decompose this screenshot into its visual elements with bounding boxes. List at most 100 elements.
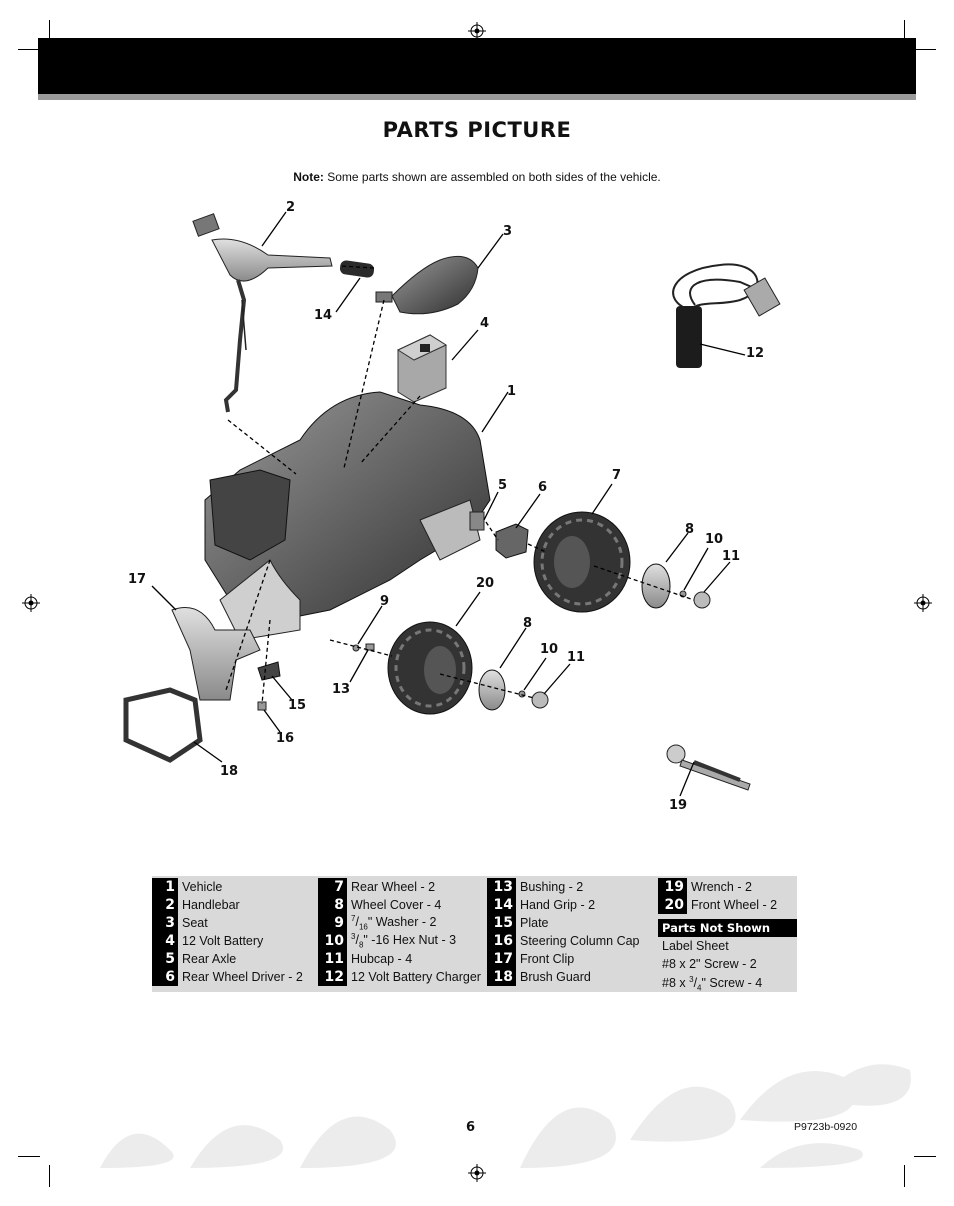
part-label: Wrench - 2: [691, 880, 752, 894]
part-number: 17: [487, 950, 516, 968]
part-label: 12 Volt Battery: [182, 934, 264, 948]
part-label: Brush Guard: [520, 970, 591, 984]
part-row: 6 Rear Wheel Driver - 2: [152, 968, 303, 986]
part-row: 17 Front Clip: [487, 950, 574, 968]
part-row: 12 12 Volt Battery Charger: [318, 968, 481, 986]
part-label: Hubcap - 4: [351, 952, 413, 966]
part-row: 11 Hubcap - 4: [318, 950, 412, 968]
hubcap: [693, 591, 711, 609]
handlebar: [192, 213, 333, 413]
part-number: 18: [487, 968, 516, 986]
callout-20: 20: [476, 576, 495, 591]
part-label: Wheel Cover - 4: [351, 898, 442, 912]
header-bar: [38, 38, 916, 94]
part-number: 10: [318, 932, 347, 950]
parts-not-shown-header: Parts Not Shown: [658, 919, 797, 937]
part-label: Handlebar: [182, 898, 240, 912]
part-number: 7: [318, 878, 347, 896]
part-number: 20: [658, 896, 687, 914]
part-number: 13: [487, 878, 516, 896]
part-number: 6: [152, 968, 178, 986]
part-label: Plate: [520, 916, 549, 930]
plate: [257, 661, 281, 681]
part-number: 4: [152, 932, 178, 950]
fraction-denominator: 8: [358, 940, 364, 950]
part-label-text: " Washer - 2: [367, 915, 437, 930]
document-code: P9723b-0920: [794, 1121, 858, 1133]
part-label: Seat: [182, 916, 208, 930]
callout-4: 4: [480, 316, 490, 331]
callout-18: 18: [220, 764, 239, 779]
vehicle-body: [204, 391, 491, 641]
part-number: 19: [658, 878, 687, 896]
part-label: Vehicle: [182, 880, 223, 894]
seat: [375, 255, 479, 315]
part-row: 4 12 Volt Battery: [152, 932, 263, 950]
part-label: Front Wheel - 2: [691, 898, 778, 912]
callout-5: 5: [498, 478, 508, 493]
part-row: 3 Seat: [152, 914, 208, 932]
part-number: 15: [487, 914, 516, 932]
wheel-cover: [641, 563, 671, 609]
part-number: 9: [318, 914, 347, 932]
header-bar-shadow: [38, 94, 916, 100]
part-number: 11: [318, 950, 347, 968]
fraction-denominator: 4: [697, 983, 702, 993]
parts-not-shown-item: #8 x 3/4" Screw - 4: [662, 975, 763, 993]
crop-mark: [904, 20, 905, 40]
callout-10: 10: [705, 532, 724, 547]
part-row: 7 Rear Wheel - 2: [318, 878, 435, 896]
parts-not-shown-item: Label Sheet: [662, 939, 729, 953]
bushing: [365, 643, 375, 651]
part-number: 12: [318, 968, 347, 986]
parts-column-4: 19 Wrench - 2 20 Front Wheel - 2: [658, 876, 797, 992]
part-row: 2 Handlebar: [152, 896, 240, 914]
parts-diagram: [123, 211, 781, 797]
callout-9: 9: [380, 594, 390, 609]
callout-12: 12: [746, 346, 765, 361]
parts-not-shown-item: #8 x 2" Screw - 2: [662, 957, 757, 971]
part-label: Bushing - 2: [520, 880, 584, 894]
part-label: Rear Wheel - 2: [351, 880, 436, 894]
callout-1: 1: [507, 384, 517, 399]
callout-10: 10: [540, 642, 559, 657]
fraction-numerator: 3: [351, 932, 356, 942]
part-row: 8 Wheel Cover - 4: [318, 896, 441, 914]
part-number: 2: [152, 896, 178, 914]
part-number: 8: [318, 896, 347, 914]
crop-mark: [914, 49, 936, 50]
item-text: " Screw - 4: [701, 976, 763, 991]
rear-wheel: [533, 511, 631, 613]
registration-mark-icon: [468, 1164, 486, 1182]
crop-mark: [18, 1156, 40, 1157]
crop-mark: [18, 49, 40, 50]
part-number: 16: [487, 932, 516, 950]
registration-mark-icon: [914, 594, 932, 612]
fraction-numerator: 3: [689, 975, 694, 984]
callout-6: 6: [538, 480, 548, 495]
part-row: 18 Brush Guard: [487, 968, 591, 986]
callout-8: 8: [523, 616, 533, 631]
callout-11: 11: [722, 549, 741, 564]
footer-decoration: [100, 1064, 911, 1168]
part-row: 13 Bushing - 2: [487, 878, 583, 896]
part-label: 3/8" -16 Hex Nut - 3: [351, 932, 457, 950]
brush-guard: [123, 687, 203, 763]
part-label: Front Clip: [520, 952, 575, 966]
wrench: [666, 744, 751, 791]
registration-mark-icon: [468, 22, 486, 40]
part-row: 19 Wrench - 2: [658, 878, 752, 896]
part-label: Rear Wheel Driver - 2: [182, 970, 303, 984]
part-number: 3: [152, 914, 178, 932]
callout-8: 8: [685, 522, 695, 537]
part-number: 14: [487, 896, 516, 914]
part-label: 12 Volt Battery Charger: [351, 970, 481, 984]
crop-mark: [904, 1165, 905, 1187]
hubcap: [531, 691, 549, 709]
